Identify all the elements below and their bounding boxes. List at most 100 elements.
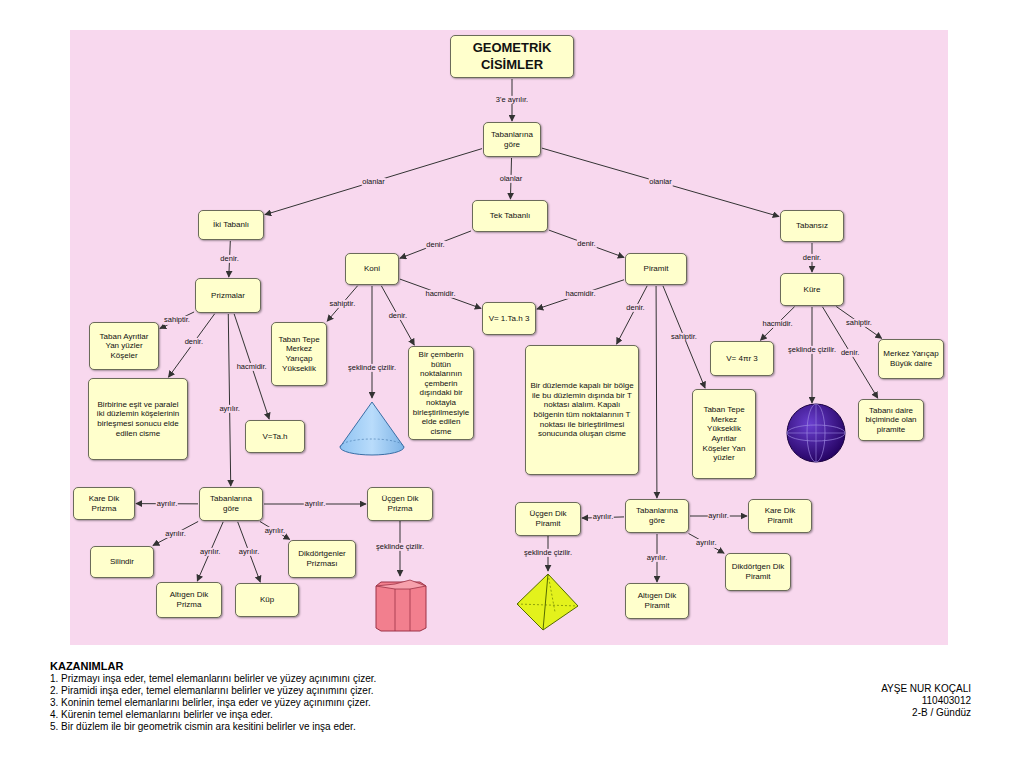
outcome-line: 5. Bir düzlem ile bir geometrik cismin a…: [50, 721, 356, 733]
node-text: Dikdörtgenler Prizması: [293, 549, 351, 568]
node-text: Bir çemberin bütün noktalarının çemberin…: [413, 350, 469, 436]
connector-arrow: [153, 521, 198, 545]
concept-box: Bir düzlemde kapalı bir bölge ile bu düz…: [525, 345, 639, 475]
node-text: Tabansız: [796, 221, 828, 231]
edge-label: olanlar: [361, 178, 386, 186]
concept-box: Tabanı daire biçiminde olan piramite: [858, 399, 924, 441]
edge-label: hacmidir.: [761, 319, 793, 327]
connector-arrow: [265, 149, 482, 215]
prism-figure: [376, 580, 426, 631]
edge-label: sahiptir.: [670, 333, 698, 341]
node-text: Merkez Yarıçap Büyük daire: [883, 349, 939, 368]
author-note: 110403012: [922, 695, 971, 707]
edge-label: denir.: [388, 311, 408, 319]
concept-box: Tek Tabanlı: [472, 200, 548, 232]
node-text: Bir düzlemde kapalı bir bölge ile bu düz…: [530, 381, 634, 439]
concept-box: Üçgen Dik Prizma: [367, 487, 433, 521]
edge-label: denir.: [425, 240, 445, 248]
node-text: Taban Tepe Merkez Yarıçap Yükseklik: [276, 335, 322, 373]
concept-box: Merkez Yarıçap Büyük daire: [878, 339, 944, 379]
connector-arrow: [197, 522, 223, 581]
node-text: Tek Tabanlı: [490, 211, 530, 221]
edge-label: 3'e ayrılır.: [495, 96, 529, 104]
node-text: Dikdörtgen Dik Piramit: [730, 562, 786, 581]
connector-arrow: [238, 522, 261, 582]
concept-box: Dikdörtgen Dik Piramit: [725, 553, 791, 591]
edge-label: ayrılır.: [707, 512, 729, 520]
node-text: V=Ta.h: [262, 432, 287, 442]
node-text: Tabanlarına göre: [204, 494, 258, 513]
concept-box: Birbirine eşit ve paralel iki düzlemin k…: [88, 378, 188, 460]
concept-box: Küp: [235, 583, 299, 617]
title-box: GEOMETRİK CİSİMLER: [450, 35, 574, 78]
concept-box: Altıgen Dik Piramit: [625, 583, 689, 619]
edge-label: sahiptir.: [845, 318, 873, 326]
edge-label: denir.: [802, 253, 822, 261]
connector-arrow: [400, 279, 481, 308]
edge-label: denir.: [625, 304, 645, 312]
node-text: V= 1.Ta.h 3: [489, 314, 530, 324]
concept-box: Dikdörtgenler Prizması: [288, 540, 356, 578]
node-text: Altıgen Dik Prizma: [161, 590, 217, 609]
concept-box: İki Tabanlı: [198, 210, 264, 240]
node-text: Üçgen Dik Piramit: [520, 509, 576, 528]
concept-box: Taban Ayrıtlar Yan yüzler Köşeler: [89, 322, 159, 370]
connector-arrow: [656, 286, 658, 498]
connector-arrow: [537, 280, 624, 309]
concept-box: Tabanlarına göre: [199, 487, 263, 521]
edge-label: denir.: [219, 255, 239, 263]
connector-arrow: [617, 286, 648, 344]
concept-box: Tabansız: [780, 210, 844, 242]
edge-label: sahiptir.: [328, 299, 356, 307]
edge-label: sahiptir.: [163, 316, 191, 324]
node-text: Üçgen Dik Prizma: [372, 494, 428, 513]
connector-arrow: [228, 314, 230, 486]
node-text: Tabanı daire biçiminde olan piramite: [863, 406, 919, 435]
pyramid-figure: [517, 574, 578, 630]
node-text: Piramit: [644, 264, 669, 274]
leader-label: şeklinde çizilir.: [347, 364, 397, 372]
connector-arrow: [760, 307, 794, 341]
node-text: Taban Ayrıtlar Yan yüzler Köşeler: [94, 332, 154, 361]
connector-arrow: [836, 307, 881, 339]
connector-arrow: [160, 312, 194, 329]
edge-label: ayrılır.: [164, 529, 186, 537]
concept-box: Koni: [345, 253, 399, 285]
outcome-line: 4. Kürenin temel elemanlarını belirler v…: [50, 709, 273, 721]
concept-box: Taban Tepe Merkez Yükseklik Ayrıtlar Köş…: [692, 389, 756, 479]
edge-label: ayrılır.: [646, 554, 668, 562]
node-text: Koni: [364, 264, 380, 274]
node-text: Prizmalar: [211, 291, 245, 301]
leader-line: [372, 286, 373, 398]
edge-label: ayrılır.: [304, 500, 326, 508]
edge-label: hacmidir.: [236, 362, 268, 370]
connector-arrow: [663, 286, 705, 388]
node-text: V= 4πr 3: [726, 354, 758, 364]
edge-label: ayrılır.: [592, 513, 614, 521]
sphere-figure: [787, 404, 845, 462]
author-note: AYŞE NUR KOÇALI: [881, 683, 971, 695]
node-text: İki Tabanlı: [213, 220, 249, 230]
outcome-line: 2. Piramidi inşa eder, temel elemanların…: [50, 685, 373, 697]
node-text: Küp: [260, 595, 274, 605]
leader-line: [812, 307, 813, 403]
leader-label: şeklinde çizilir.: [523, 549, 573, 557]
edge-label: denir.: [184, 338, 204, 346]
node-text: Silindir: [110, 557, 134, 567]
edge-label: ayrılır.: [156, 500, 178, 508]
concept-box: Altıgen Dik Prizma: [156, 582, 222, 618]
connector-arrow: [260, 522, 290, 540]
outcome-line: 3. Koninin temel elemanlarını belirler, …: [50, 697, 371, 709]
edge-label: denir.: [840, 348, 860, 356]
connector-arrow: [381, 286, 414, 345]
leader-label: şeklinde çizilir.: [787, 346, 837, 354]
edge-label: ayrılır.: [218, 404, 240, 412]
cone-figure: [340, 402, 404, 455]
concept-box: Bir çemberin bütün noktalarının çemberin…: [408, 346, 474, 440]
concept-box: Kare Dik Piramit: [748, 499, 812, 533]
section-heading: KAZANIMLAR: [50, 660, 123, 673]
node-text: Tabanlarına göre: [630, 506, 684, 525]
concept-box: Tabanlarına göre: [625, 499, 689, 533]
edge-label: olanlar: [648, 178, 673, 186]
edge-label: denir.: [576, 240, 596, 248]
